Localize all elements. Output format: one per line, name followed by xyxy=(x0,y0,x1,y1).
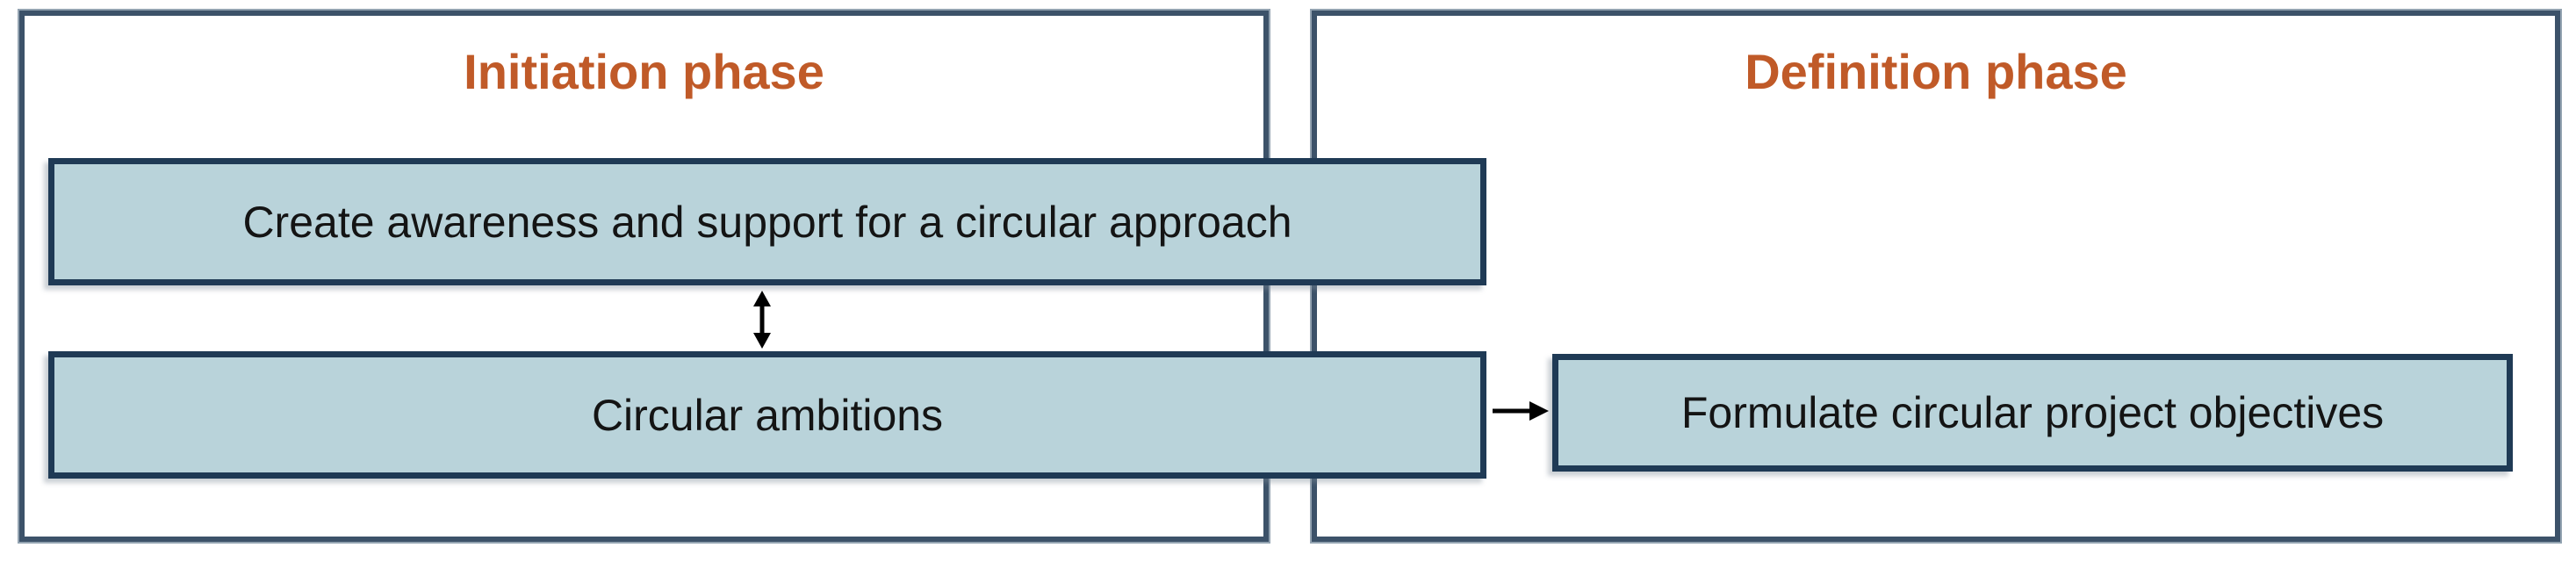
right-arrow-icon xyxy=(1493,401,1549,421)
circular-ambitions-label: Circular ambitions xyxy=(591,390,944,440)
initiation-phase-title: Initiation phase xyxy=(464,44,824,99)
create-awareness-box: Create awareness and support for a circu… xyxy=(48,158,1486,285)
circular-ambitions-box: Circular ambitions xyxy=(48,351,1486,479)
definition-phase-title: Definition phase xyxy=(1745,44,2127,99)
formulate-objectives-box: Formulate circular project objectives xyxy=(1552,354,2513,472)
formulate-objectives-label: Formulate circular project objectives xyxy=(1680,388,2385,437)
create-awareness-label: Create awareness and support for a circu… xyxy=(242,197,1292,247)
bidirectional-vertical-arrow-icon xyxy=(753,291,771,349)
